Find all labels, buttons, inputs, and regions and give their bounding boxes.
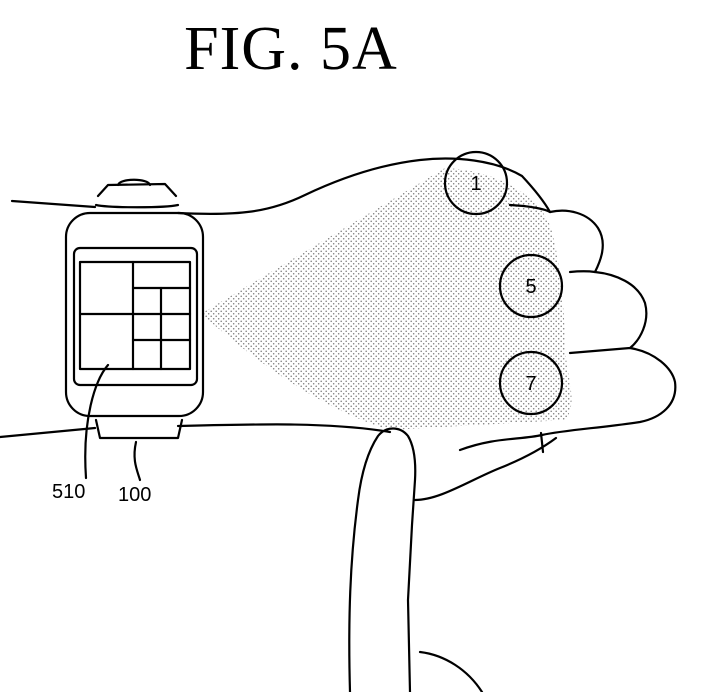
svg-text:5: 5 (525, 276, 536, 298)
marker-5: 5 (498, 253, 564, 319)
watch-screen (78, 260, 192, 371)
finger-icon (348, 427, 417, 692)
hand-icon (176, 157, 677, 454)
finger-crease-2 (568, 270, 597, 274)
svg-text:7: 7 (525, 373, 536, 395)
smartwatch-icon (64, 178, 205, 440)
leader-100 (133, 440, 142, 482)
forearm-upper (10, 199, 97, 209)
marker-7: 7 (498, 350, 564, 416)
forearm-lower (0, 426, 97, 439)
leader-510 (84, 363, 110, 480)
ref-510-label: 510 (52, 481, 85, 503)
marker-1: 1 (443, 150, 509, 216)
wrist-lower (176, 423, 392, 434)
finger-crease-1 (508, 203, 552, 214)
palm-lower (418, 650, 484, 692)
figure-title: FIG. 5A (184, 15, 398, 83)
projection-area (204, 168, 572, 430)
thumb-base (413, 436, 558, 502)
ref-100-label: 100 (118, 484, 151, 506)
svg-text:1: 1 (470, 173, 481, 195)
